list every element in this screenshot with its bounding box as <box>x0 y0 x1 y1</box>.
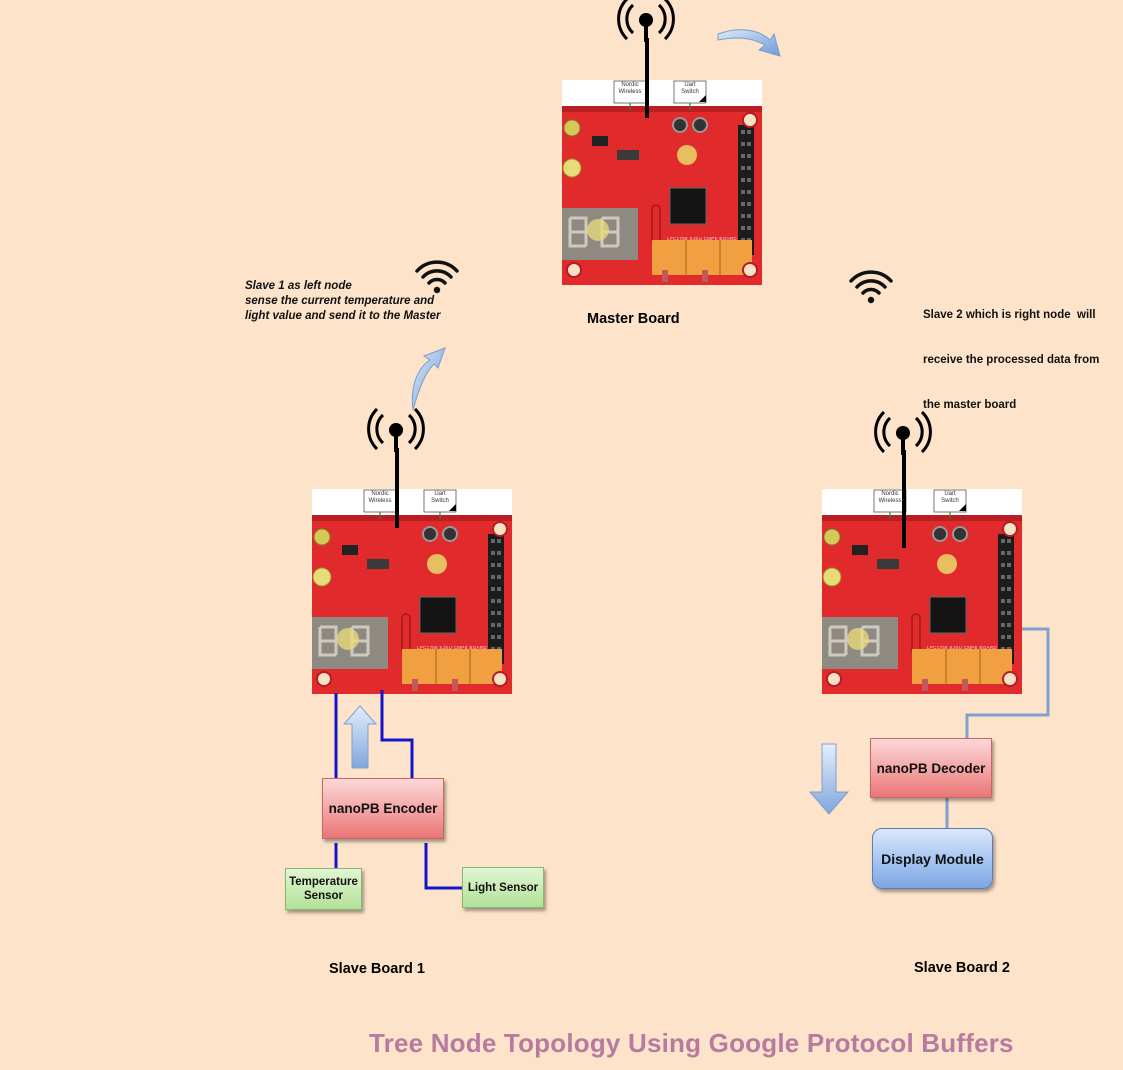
board-label-line: Uart <box>684 82 696 88</box>
slave1-note: Slave 1 as left node sense the current t… <box>245 279 441 324</box>
temperature-sensor-label: Sensor <box>304 890 343 902</box>
slave2-note-line: receive the processed data from <box>923 354 1100 366</box>
nanopb-decoder-box: nanoPB Decoder <box>870 738 992 798</box>
slave1-uart-label: Uart Switch <box>424 491 456 505</box>
slave2-board <box>820 487 1024 696</box>
slave2-note-line: the master board <box>923 399 1017 411</box>
decoder-down-block-arrow-icon <box>808 743 850 815</box>
board-label-line: Switch <box>431 498 449 504</box>
slave2-note-line: Slave 2 which is right node will <box>923 309 1096 321</box>
board-label-line: Wireless <box>878 498 902 504</box>
slave1-board <box>310 487 514 696</box>
temperature-sensor-box: Temperature Sensor <box>285 868 362 910</box>
diagram-title: Tree Node Topology Using Google Protocol… <box>369 1028 1014 1058</box>
slave1-wireless-label: Nordic Wireless <box>364 491 396 505</box>
slave1-note-line: light value and send it to the Master <box>245 310 441 322</box>
master-board <box>560 78 764 287</box>
slave2-uart-label: Uart Switch <box>934 491 966 505</box>
master-wireless-label: Nordic Wireless <box>614 82 646 96</box>
encoder-up-block-arrow-icon <box>342 705 378 769</box>
master-board-caption: Master Board <box>587 311 680 327</box>
slave2-board-text: LPC1758 SJSU CMPE BOARD <box>927 645 997 650</box>
slave2-board-caption: Slave Board 2 <box>914 960 1010 976</box>
temperature-sensor-label: Temperature <box>289 876 358 888</box>
board-label-line: Wireless <box>368 498 392 504</box>
slave1-to-master-curved-arrow-icon <box>411 347 446 411</box>
board-label-line: Wireless <box>618 89 642 95</box>
light-sensor-box: Light Sensor <box>462 867 544 908</box>
slave2-note: Slave 2 which is right node will receive… <box>923 278 1099 428</box>
slave1-antenna-icon <box>367 407 425 454</box>
display-module-box: Display Module <box>872 828 993 889</box>
board-label-line: Switch <box>681 89 699 95</box>
board-label-line: Switch <box>941 498 959 504</box>
slave2-wires <box>945 627 1050 828</box>
slave1-wires <box>334 690 462 890</box>
slave2-wifi-icon <box>849 270 893 305</box>
board-label-line: Uart <box>434 491 446 497</box>
master-antenna-icon <box>617 0 675 44</box>
master-uart-label: Uart Switch <box>674 82 706 96</box>
master-to-slave2-curved-arrow-icon <box>717 29 781 57</box>
master-board-text: LPC1758 SJSU CMPE BOARD <box>667 236 737 241</box>
slave1-board-text: LPC1758 SJSU CMPE BOARD <box>417 645 487 650</box>
nanopb-encoder-box: nanoPB Encoder <box>322 778 444 839</box>
slave1-note-line: sense the current temperature and <box>245 295 435 307</box>
board-label-line: Nordic <box>881 491 899 497</box>
board-label-line: Nordic <box>621 82 639 88</box>
board-label-line: Nordic <box>371 491 389 497</box>
slave2-wireless-label: Nordic Wireless <box>874 491 906 505</box>
slave1-board-caption: Slave Board 1 <box>329 961 425 977</box>
board-label-line: Uart <box>944 491 956 497</box>
slave1-note-line: Slave 1 as left node <box>245 280 352 292</box>
